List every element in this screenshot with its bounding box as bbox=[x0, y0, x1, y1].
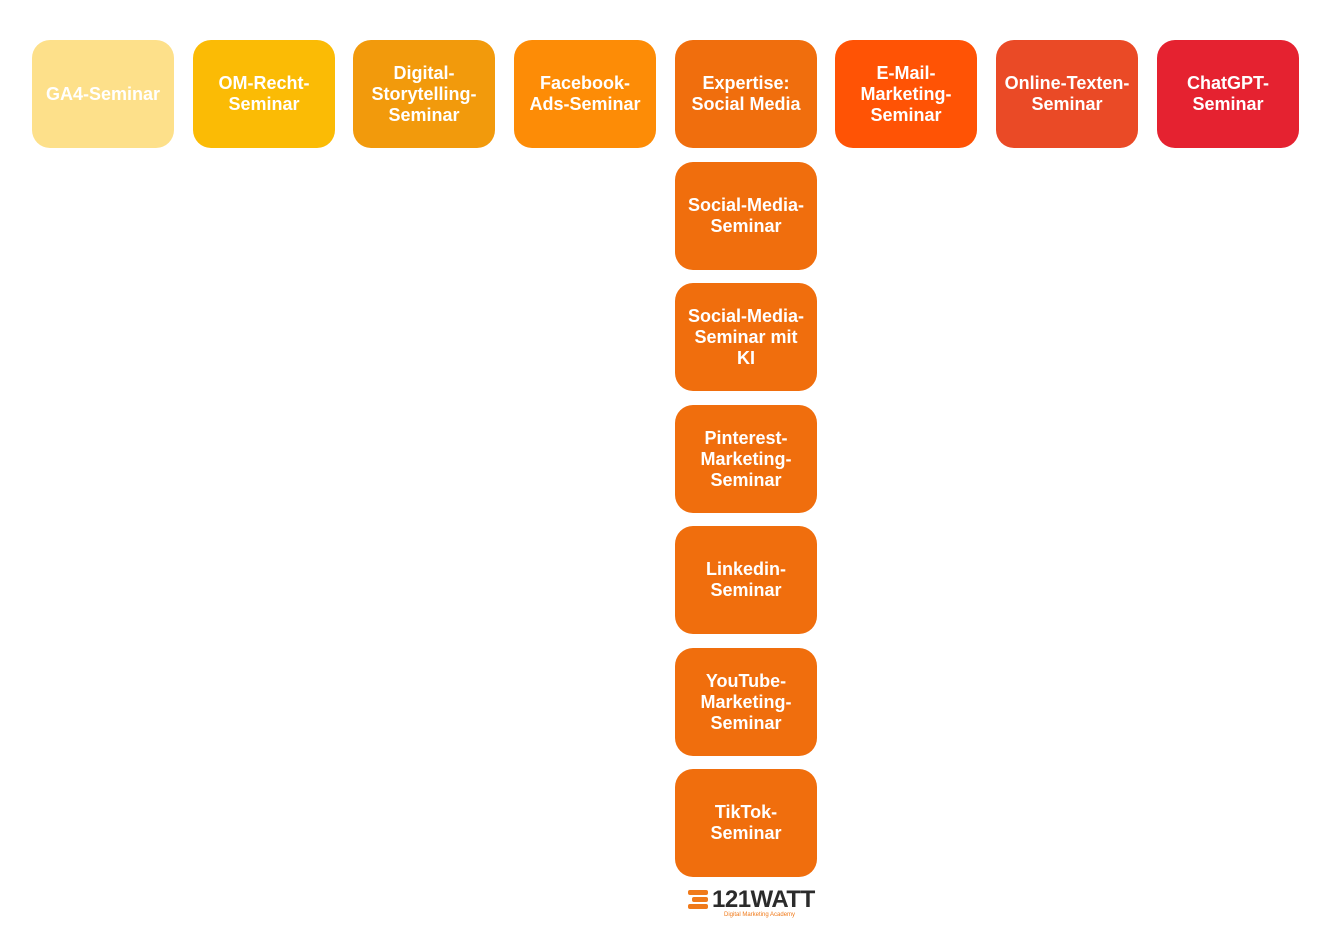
tile-label: Social-Media-Seminar mit KI bbox=[687, 305, 805, 368]
tile-linkedin-seminar[interactable]: Linkedin-Seminar bbox=[675, 526, 817, 634]
tile-om-recht-seminar[interactable]: OM-Recht-Seminar bbox=[193, 40, 335, 148]
tile-youtube-marketing-seminar[interactable]: YouTube-Marketing-Seminar bbox=[675, 648, 817, 756]
tile-label: Social-Media-Seminar bbox=[687, 195, 805, 236]
tile-facebook-ads-seminar[interactable]: Facebook-Ads-Seminar bbox=[514, 40, 656, 148]
tile-label: Facebook-Ads-Seminar bbox=[529, 73, 641, 114]
tile-label: Online-Texten-Seminar bbox=[1004, 73, 1130, 114]
tile-label: Pinterest-Marketing-Seminar bbox=[700, 427, 792, 490]
tile-digital-storytelling-seminar[interactable]: Digital-Storytelling-Seminar bbox=[353, 40, 495, 148]
tile-label: Linkedin-Seminar bbox=[706, 559, 786, 600]
tile-label: Digital-Storytelling-Seminar bbox=[371, 62, 477, 125]
tile-ga4-seminar[interactable]: GA4-Seminar bbox=[32, 40, 174, 148]
tile-tiktok-seminar[interactable]: TikTok-Seminar bbox=[675, 769, 817, 877]
tile-social-media-seminar[interactable]: Social-Media-Seminar bbox=[675, 162, 817, 270]
tile-label: Expertise: Social Media bbox=[691, 73, 801, 114]
tile-online-texten-seminar[interactable]: Online-Texten-Seminar bbox=[996, 40, 1138, 148]
logo-tagline: Digital Marketing Academy bbox=[724, 912, 796, 918]
brand-logo: 121WATT Digital Marketing Academy bbox=[686, 886, 815, 922]
tile-chatgpt-seminar[interactable]: ChatGPT-Seminar bbox=[1157, 40, 1299, 148]
logo-wordmark: 121WATT bbox=[712, 886, 815, 913]
tile-label: GA4-Seminar bbox=[45, 83, 161, 104]
tile-social-media-seminar-ki[interactable]: Social-Media-Seminar mit KI bbox=[675, 283, 817, 391]
tile-label: E-Mail-Marketing-Seminar bbox=[860, 62, 952, 125]
tile-pinterest-marketing-seminar[interactable]: Pinterest-Marketing-Seminar bbox=[675, 405, 817, 513]
tile-email-marketing-seminar[interactable]: E-Mail-Marketing-Seminar bbox=[835, 40, 977, 148]
tile-label: TikTok-Seminar bbox=[710, 802, 782, 843]
tile-label: OM-Recht-Seminar bbox=[218, 73, 310, 114]
tile-expertise-social-media[interactable]: Expertise: Social Media bbox=[675, 40, 817, 148]
tile-label: YouTube-Marketing-Seminar bbox=[700, 670, 792, 733]
logo-bars-icon bbox=[688, 890, 710, 910]
tile-label: ChatGPT-Seminar bbox=[1186, 73, 1269, 114]
